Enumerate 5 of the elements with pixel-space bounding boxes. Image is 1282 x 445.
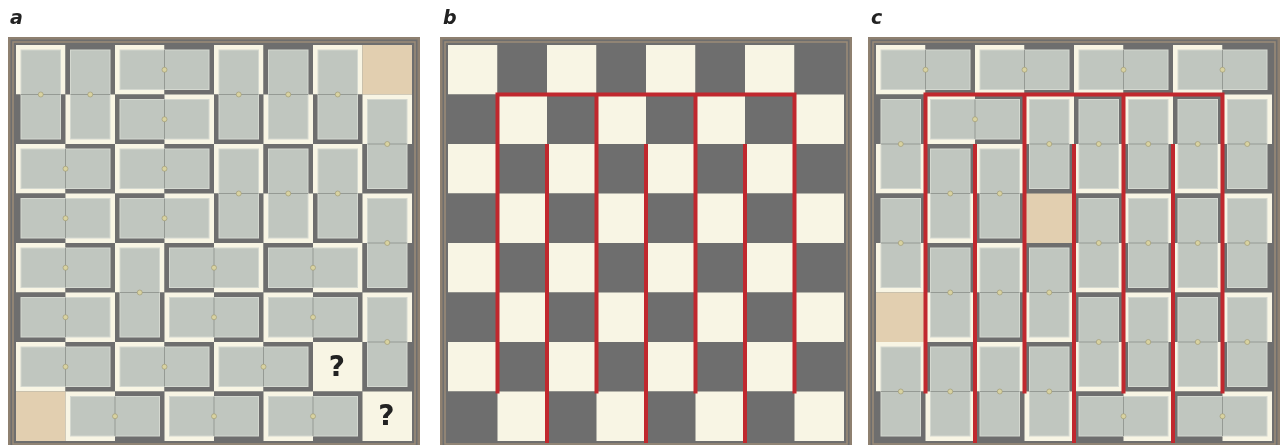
panel-label: c [871,8,883,27]
question-mark: ? [328,352,345,381]
panel-label: a [10,8,23,27]
panel-label: b [443,8,457,27]
question-mark: ? [378,402,395,431]
